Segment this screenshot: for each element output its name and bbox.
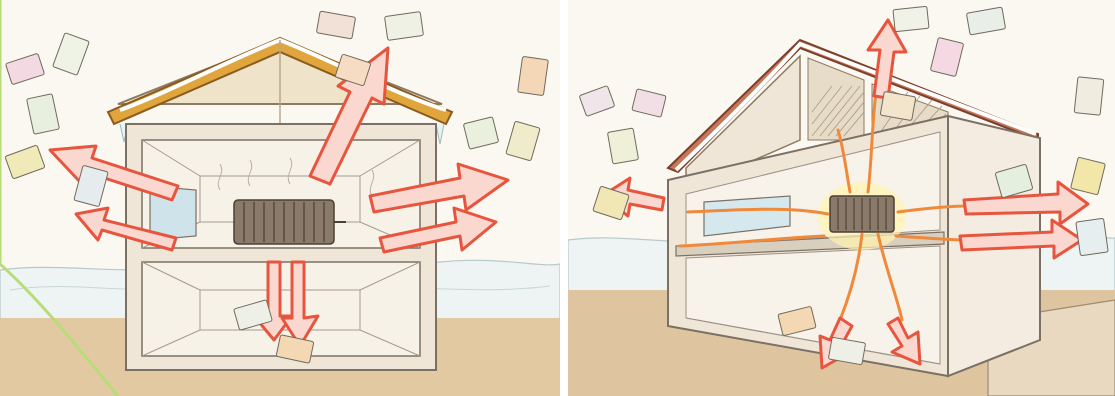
right-illustration-insulated-house bbox=[568, 0, 1115, 396]
banknote bbox=[893, 6, 929, 31]
banknote bbox=[607, 128, 638, 164]
banknote bbox=[1076, 218, 1108, 256]
right-illustration-canvas bbox=[568, 0, 1115, 396]
banknote bbox=[385, 12, 424, 41]
banknote bbox=[880, 91, 916, 120]
left-illustration-canvas bbox=[0, 0, 560, 396]
left-illustration-uninsulated-house bbox=[0, 0, 560, 396]
banknote bbox=[1074, 77, 1104, 116]
banknote bbox=[518, 56, 549, 95]
radiator bbox=[234, 200, 346, 244]
